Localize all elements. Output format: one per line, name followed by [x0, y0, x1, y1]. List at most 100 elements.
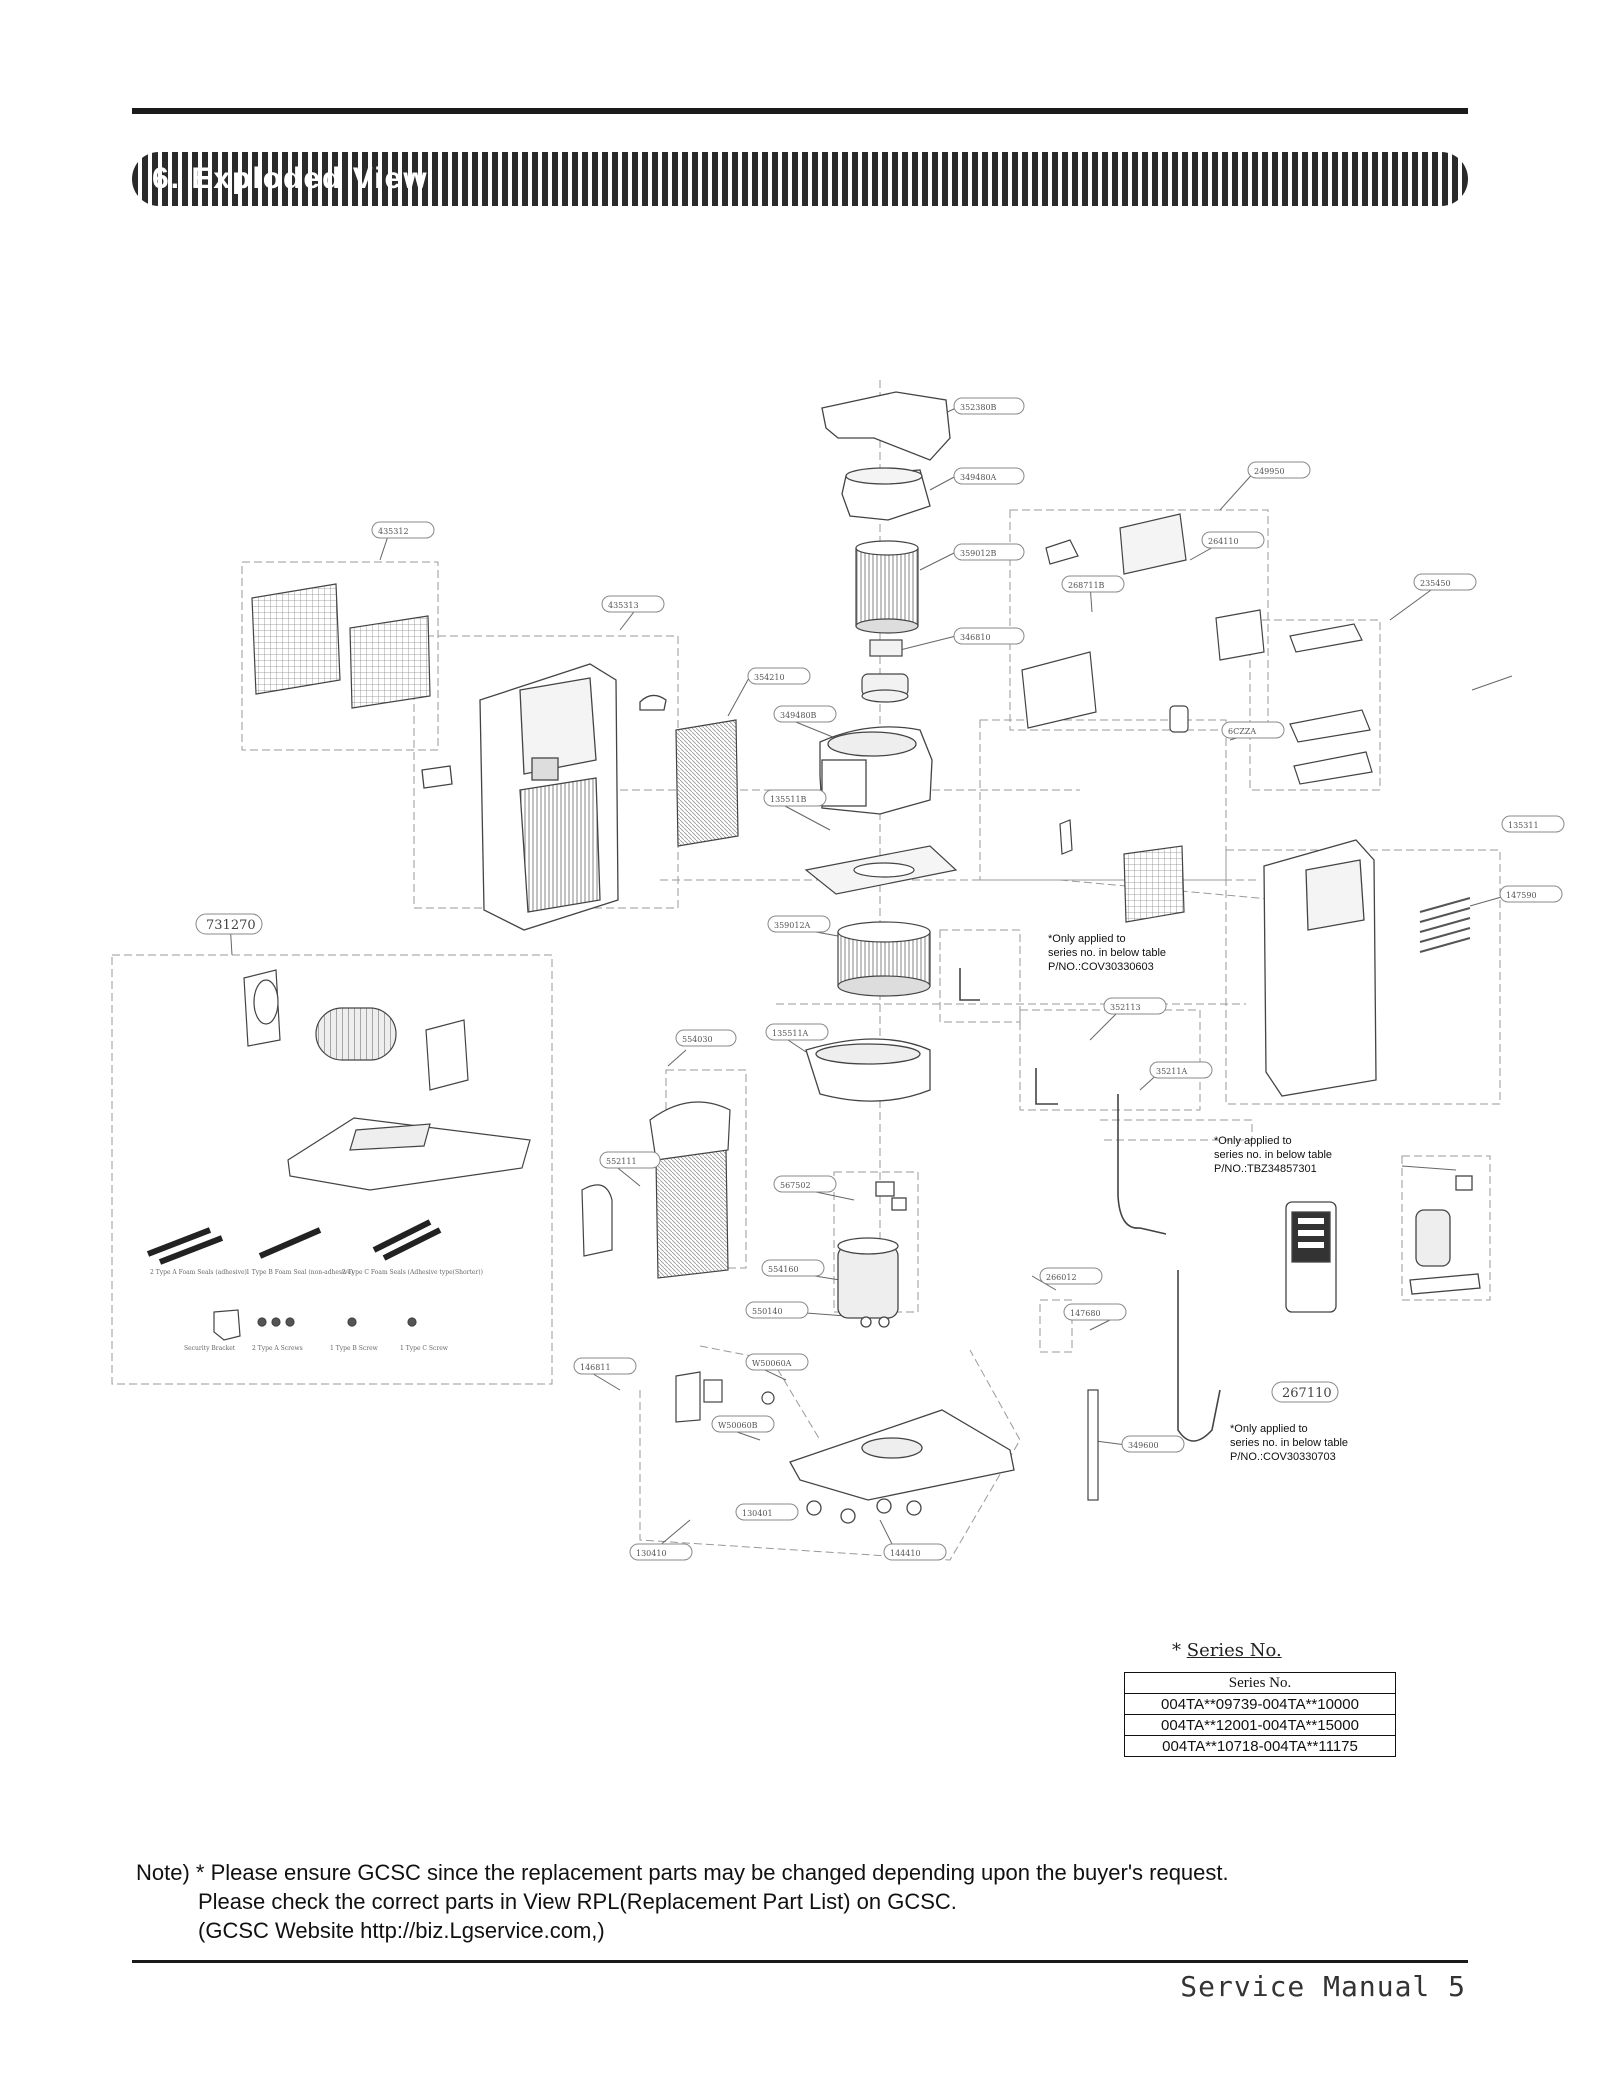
section-title: 6. Exploded View	[152, 162, 429, 195]
table-row: 004TA**09739-004TA**10000	[1124, 1693, 1396, 1715]
blower-scroll-upper	[819, 726, 933, 815]
diagram-note-1: *Only applied to series no. in below tab…	[1048, 933, 1166, 973]
sub-assembly-pcb	[1021, 513, 1265, 733]
series-caption-star: *	[1172, 1640, 1181, 1661]
svg-text:P/NO.:TBZ34857301: P/NO.:TBZ34857301	[1214, 1163, 1317, 1175]
note-line-1: Note) * Please ensure GCSC since the rep…	[136, 1860, 1229, 1885]
window-kit	[146, 969, 531, 1341]
series-table-header: Series No.	[1124, 1672, 1396, 1694]
drain-parts	[675, 1371, 1099, 1501]
kit-item-label: 1 Type B Foam Seal (non-adhesive)	[246, 1269, 353, 1276]
part-label: 435312	[378, 527, 409, 536]
part-label: 349480A	[960, 473, 997, 482]
part-label: 567502	[780, 1181, 811, 1190]
pipes	[959, 968, 1221, 1442]
front-panel-left	[421, 663, 667, 931]
series-row: 004TA**12001-004TA**15000	[1124, 1714, 1396, 1736]
svg-text:*Only applied to: *Only applied to	[1214, 1135, 1292, 1147]
part-callouts	[195, 397, 1565, 1561]
top-rule	[132, 108, 1468, 114]
exploded-view-diagram: 352380B 349480A 359012B 346810 354210 34…	[111, 380, 1565, 1561]
part-label: 554160	[768, 1265, 799, 1274]
kit-item-label: 2 Type A Screws	[252, 1345, 303, 1352]
kit-item-label: Security Bracket	[184, 1345, 236, 1352]
kit-item-label: 1 Type B Screw	[330, 1345, 379, 1352]
base-pan	[789, 1409, 1015, 1524]
evaporator-coil	[675, 719, 739, 847]
diagram-note-3: *Only applied to series no. in below tab…	[1230, 1423, 1348, 1463]
part-label: W50060B	[718, 1421, 758, 1430]
series-table: Series No. 004TA**09739-004TA**10000 004…	[1124, 1672, 1396, 1757]
part-label: 352380B	[960, 403, 997, 412]
part-label: 249950	[1254, 467, 1285, 476]
compressor-inset	[1409, 1175, 1481, 1295]
part-label: 147680	[1070, 1309, 1101, 1318]
part-label: 266012	[1046, 1273, 1077, 1282]
diagram-note-2: *Only applied to series no. in below tab…	[1214, 1135, 1332, 1175]
part-label: 268711B	[1068, 581, 1105, 590]
series-caption: * Series No.	[1172, 1640, 1282, 1661]
blower-wheel-lower	[837, 921, 931, 997]
part-label: 435313	[608, 601, 639, 610]
table-row: Series No.	[1124, 1672, 1396, 1694]
kit-label: 731270	[206, 918, 256, 933]
table-row: 004TA**10718-004TA**11175	[1124, 1735, 1396, 1757]
svg-text:series no. in below table: series no. in below table	[1048, 947, 1166, 959]
section-title-band	[132, 152, 1468, 206]
part-label: 359012A	[774, 921, 811, 930]
part-label: 349600	[1128, 1441, 1159, 1450]
part-label: 147590	[1506, 891, 1537, 900]
part-label: 552111	[606, 1157, 637, 1166]
compressor	[837, 1181, 907, 1328]
kit-item-labels: 2 Type A Foam Seals (adhesive) 1 Type B …	[150, 1269, 483, 1352]
table-row: 004TA**12001-004TA**15000	[1124, 1714, 1396, 1736]
part-label: 35211A	[1156, 1067, 1187, 1076]
blower-wheel-upper	[855, 540, 919, 634]
part-label: 554030	[682, 1035, 713, 1044]
kit-item-label: 2 Type A Foam Seals (adhesive)	[150, 1269, 247, 1276]
svg-text:series no. in below table: series no. in below table	[1214, 1149, 1332, 1161]
note-block: Note) * Please ensure GCSC since the rep…	[136, 1858, 1229, 1945]
part-label: 144410	[890, 1549, 921, 1558]
remote-label: 267110	[1282, 1386, 1332, 1401]
blower-scroll-lower	[805, 1038, 931, 1102]
louvers	[1419, 897, 1471, 953]
kit-item-label: 1 Type C Screw	[400, 1345, 449, 1352]
svg-text:*Only applied to: *Only applied to	[1048, 933, 1126, 945]
condenser-coil	[649, 1101, 731, 1279]
part-label: 235450	[1420, 579, 1451, 588]
part-label: 359012B	[960, 549, 997, 558]
fan-motor	[861, 639, 909, 703]
part-labels: 352380B 349480A 359012B 346810 354210 34…	[206, 403, 1539, 1558]
front-panel-right	[1263, 839, 1377, 1097]
svg-text:P/NO.:COV30330703: P/NO.:COV30330703	[1230, 1451, 1336, 1463]
part-label: 349480B	[780, 711, 817, 720]
part-label: 146811	[580, 1363, 611, 1372]
filter-frame	[251, 583, 431, 709]
page-footer: Service Manual 5	[1180, 1970, 1466, 2003]
series-caption-text: Series No.	[1186, 1640, 1282, 1661]
bottom-rule	[132, 1960, 1468, 1963]
part-label: 6CZZA	[1228, 727, 1256, 736]
note-line-3: (GCSC Website http://biz.Lgservice.com,)	[198, 1918, 605, 1943]
part-label: 352113	[1110, 1003, 1141, 1012]
part-label: 354210	[754, 673, 785, 682]
series-row: 004TA**10718-004TA**11175	[1124, 1735, 1396, 1757]
series-row: 004TA**09739-004TA**10000	[1124, 1693, 1396, 1715]
svg-text:P/NO.:COV30330603: P/NO.:COV30330603	[1048, 961, 1154, 973]
svg-text:*Only applied to: *Only applied to	[1230, 1423, 1308, 1435]
side-panel	[581, 1184, 613, 1257]
kit-item-label: 2 Type C Foam Seals (Adhesive type(Short…	[342, 1269, 483, 1276]
part-label: 346810	[960, 633, 991, 642]
svg-text:series no. in below table: series no. in below table	[1230, 1437, 1348, 1449]
electric-heater-grille	[1059, 819, 1185, 923]
chassis-plate-upper	[804, 845, 958, 895]
part-label: 130401	[742, 1509, 773, 1518]
blower-housing-top	[821, 391, 951, 521]
part-label: 135311	[1508, 821, 1539, 830]
display-control-parts	[1289, 623, 1373, 785]
part-label: 135511B	[770, 795, 807, 804]
part-label: W50060A	[752, 1359, 792, 1368]
note-line-2: Please check the correct parts in View R…	[198, 1889, 957, 1914]
